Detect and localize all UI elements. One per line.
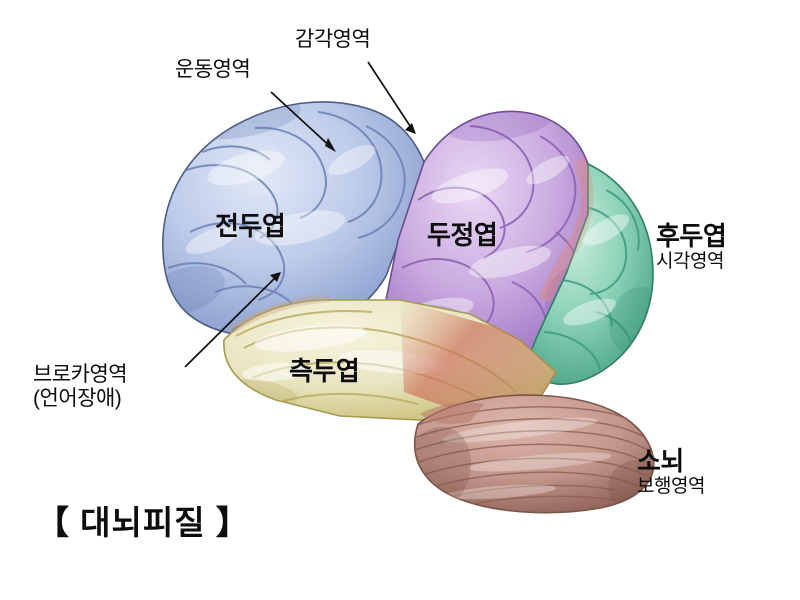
label-visual-area: 시각영역 (656, 251, 724, 273)
label-broca-note: (언어장애) (33, 386, 122, 410)
temporal-lobe-shape (223, 299, 558, 421)
label-motor-area: 운동영역 (175, 58, 251, 81)
brainstem-shape (420, 402, 484, 424)
label-broca-area-group: 브로카영역 (언어장애) (33, 363, 128, 410)
leader-broca-area (184, 272, 281, 368)
label-sensory-area: 감각영역 (295, 28, 371, 51)
label-parietal-lobe: 두정엽 (427, 220, 498, 250)
occipital-lobe-shape (518, 162, 654, 385)
label-temporal-lobe: 측두엽 (289, 356, 360, 386)
parietal-occipital-seam (538, 156, 594, 303)
leader-lines (184, 61, 416, 368)
leader-motor-area (270, 91, 336, 152)
leader-sensory-area (367, 61, 416, 134)
label-occipital-lobe-group: 후두엽 시각영역 (656, 221, 727, 273)
frontal-temporal-seam (229, 294, 331, 334)
label-occipital-lobe: 후두엽 (656, 221, 727, 251)
label-cerebellum-group: 소뇌 보행영역 (637, 446, 705, 498)
cerebellum-shape (413, 394, 655, 514)
label-cerebellum: 소뇌 (637, 446, 684, 476)
label-frontal-lobe: 전두엽 (215, 211, 286, 241)
label-gait-area: 보행영역 (637, 476, 705, 498)
figure-title: 【 대뇌피질 】 (36, 504, 250, 541)
temporal-cerebellum-transition (400, 300, 556, 412)
label-broca-area: 브로카영역 (33, 363, 128, 386)
